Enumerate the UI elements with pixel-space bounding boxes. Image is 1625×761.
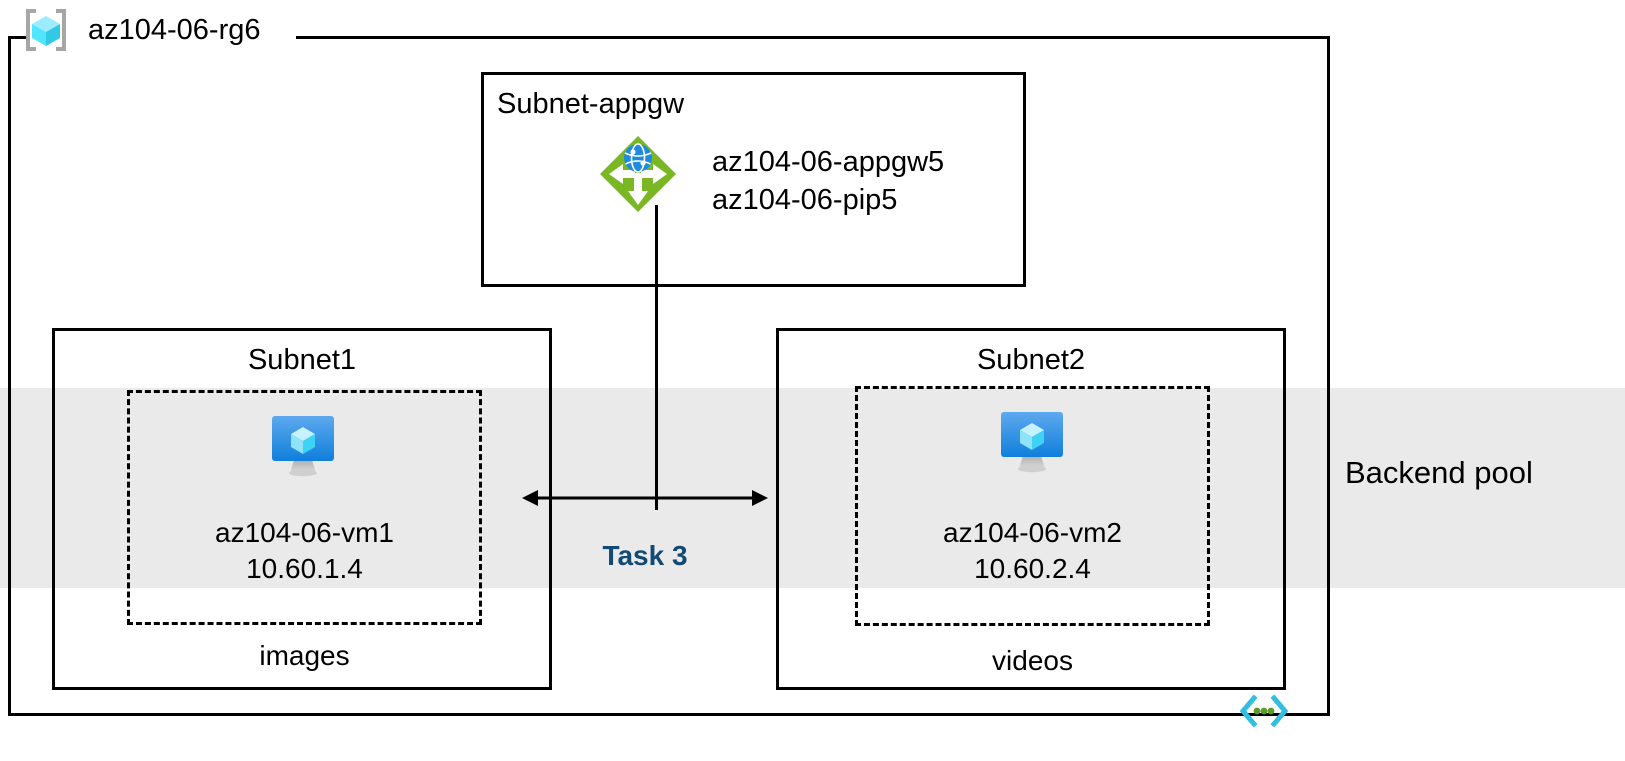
resource-group-box [8,36,1330,716]
subnet1-storage-label: images [259,640,350,671]
subnet1-box [52,328,552,690]
subnet1-vm-ip: 10.60.1.4 [246,552,363,584]
virtual-machine-icon [996,408,1068,474]
appgw-connector-line [655,205,658,510]
public-ip-name: az104-06-pip5 [712,184,898,217]
backend-pool-label: Backend pool [1345,455,1533,490]
subnet1-vm-labels: az104-06-vm1 10.60.1.4 [127,515,482,587]
virtual-network-icon [1238,692,1290,730]
virtual-machine-icon [267,412,339,478]
resource-group-title: az104-06-rg6 [88,14,261,46]
appgw-resource-labels: az104-06-appgw5 az104-06-pip5 [712,143,944,220]
subnet2-vm-name: az104-06-vm2 [943,517,1122,548]
appgw-name: az104-06-appgw5 [712,146,945,178]
subnet1-title: Subnet1 [247,344,357,376]
subnet2-box [776,328,1286,690]
subnet2-title: Subnet2 [976,344,1086,376]
subnet1-vm-group-box [127,390,482,625]
subnet2-vm-group-box [855,386,1210,626]
task-3-label: Task 3 [602,540,688,571]
resource-group-cube-icon [22,6,70,54]
subnet2-vm-ip: 10.60.2.4 [974,552,1091,584]
subnet2-storage-label: videos [992,645,1073,676]
backend-pool-band [0,388,1625,588]
subnet1-vm-name: az104-06-vm1 [215,517,394,548]
subnet2-vm-labels: az104-06-vm2 10.60.2.4 [855,515,1210,587]
subnet-bidirectional-arrow [520,480,770,516]
subnet-appgw-box [481,72,1026,287]
subnet-appgw-title: Subnet-appgw [497,88,685,120]
application-gateway-icon [597,133,679,215]
resource-group-label-mask [28,24,296,50]
